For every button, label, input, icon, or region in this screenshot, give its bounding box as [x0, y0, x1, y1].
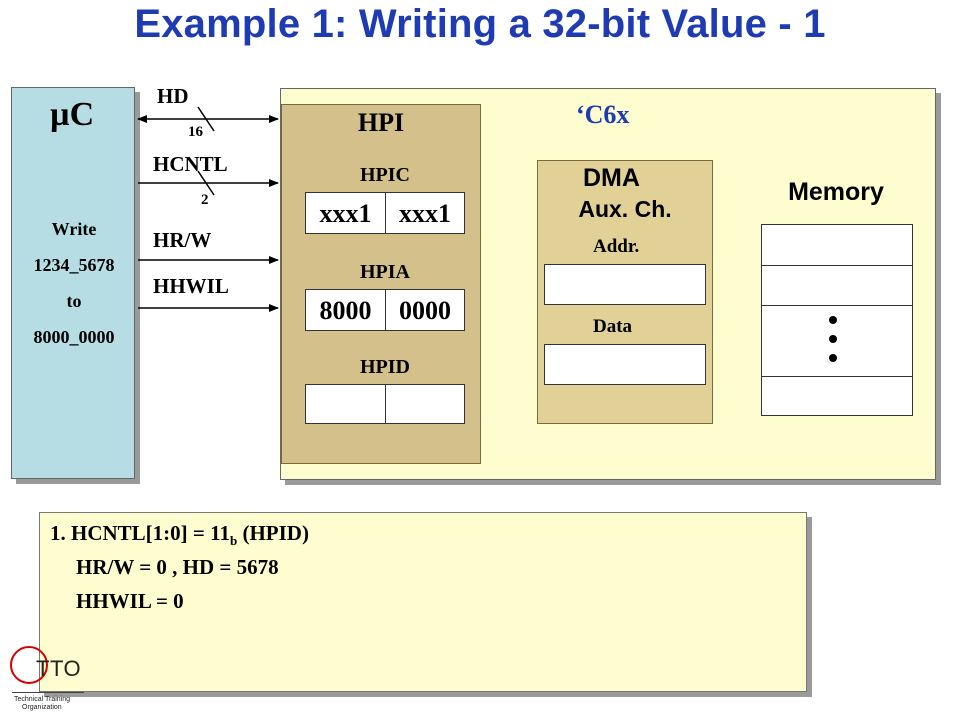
note-line-3: HHWIL = 0 [76, 589, 184, 613]
memory-row [761, 376, 913, 416]
hrw-signal-label: HR/W [153, 228, 212, 252]
note-line-1: 1. HCNTL[1:0] = 11b (HPID) [50, 521, 309, 549]
hd-width-label: 16 [188, 124, 203, 140]
logo-caption-line-1: Technical Training [14, 696, 71, 703]
uc-label: µC [50, 96, 95, 133]
hpi-label: HPI [357, 108, 405, 137]
uc-line: 1234_5678 [33, 255, 115, 275]
dma-addr-register [544, 264, 706, 305]
note-line-2: HR/W = 0 , HD = 5678 [76, 555, 279, 579]
hhwil-signal-label: HHWIL [153, 274, 229, 298]
slide-title: Example 1: Writing a 32-bit Value - 1 [134, 2, 826, 46]
hpic-high-cell: xxx1 [305, 192, 386, 234]
ellipsis-dot-icon [829, 335, 837, 343]
note-hcntl-text: 1. HCNTL[1:0] = 11 [50, 521, 230, 545]
chip-label: ‘C6x [576, 100, 630, 129]
hcntl-width-slash [197, 170, 215, 196]
note-binary-subscript: b [229, 533, 238, 549]
uc-line: 8000_0000 [33, 327, 115, 347]
uc-line: to [66, 291, 82, 311]
hcntl-width-label: 2 [201, 192, 209, 208]
tto-logo-mark: TTO [36, 656, 82, 681]
note-panel: 1. HCNTL[1:0] = 11b (HPID) HR/W = 0 , HD… [39, 512, 807, 692]
ellipsis-dot-icon [829, 316, 837, 324]
hpid-low-cell [385, 384, 465, 424]
hpic-low-cell: xxx1 [385, 192, 465, 234]
memory-row [761, 305, 913, 377]
dma-addr-label: Addr. [593, 236, 640, 257]
note-hpid-text: (HPID) [237, 521, 309, 545]
hpia-high-cell: 8000 [305, 289, 386, 331]
memory-row [761, 265, 913, 306]
dma-label: DMA [583, 164, 640, 192]
hd-signal-label: HD [157, 84, 189, 108]
hpid-label: HPID [360, 356, 410, 378]
hpic-label: HPIC [360, 164, 410, 186]
hpia-label: HPIA [360, 261, 410, 283]
uc-line: Write [51, 219, 97, 239]
uc-command: Write 1234_5678 to 8000_0000 [12, 211, 136, 355]
hpid-high-cell [305, 384, 386, 424]
tto-logo-ring-icon [10, 646, 48, 684]
hd-width-slash [197, 106, 215, 132]
memory-label: Memory [788, 178, 884, 206]
hcntl-signal-label: HCNTL [153, 152, 228, 176]
dma-data-label: Data [593, 316, 633, 337]
logo-caption-line-2: Organization [22, 704, 62, 711]
uc-panel: µC Write 1234_5678 to 8000_0000 [11, 87, 135, 479]
dma-aux-label: Aux. Ch. [578, 196, 672, 222]
hpia-low-cell: 0000 [385, 289, 465, 331]
dma-data-register [544, 344, 706, 385]
memory-row [761, 224, 913, 266]
ellipsis-dot-icon [829, 354, 837, 362]
logo-divider [12, 692, 84, 693]
